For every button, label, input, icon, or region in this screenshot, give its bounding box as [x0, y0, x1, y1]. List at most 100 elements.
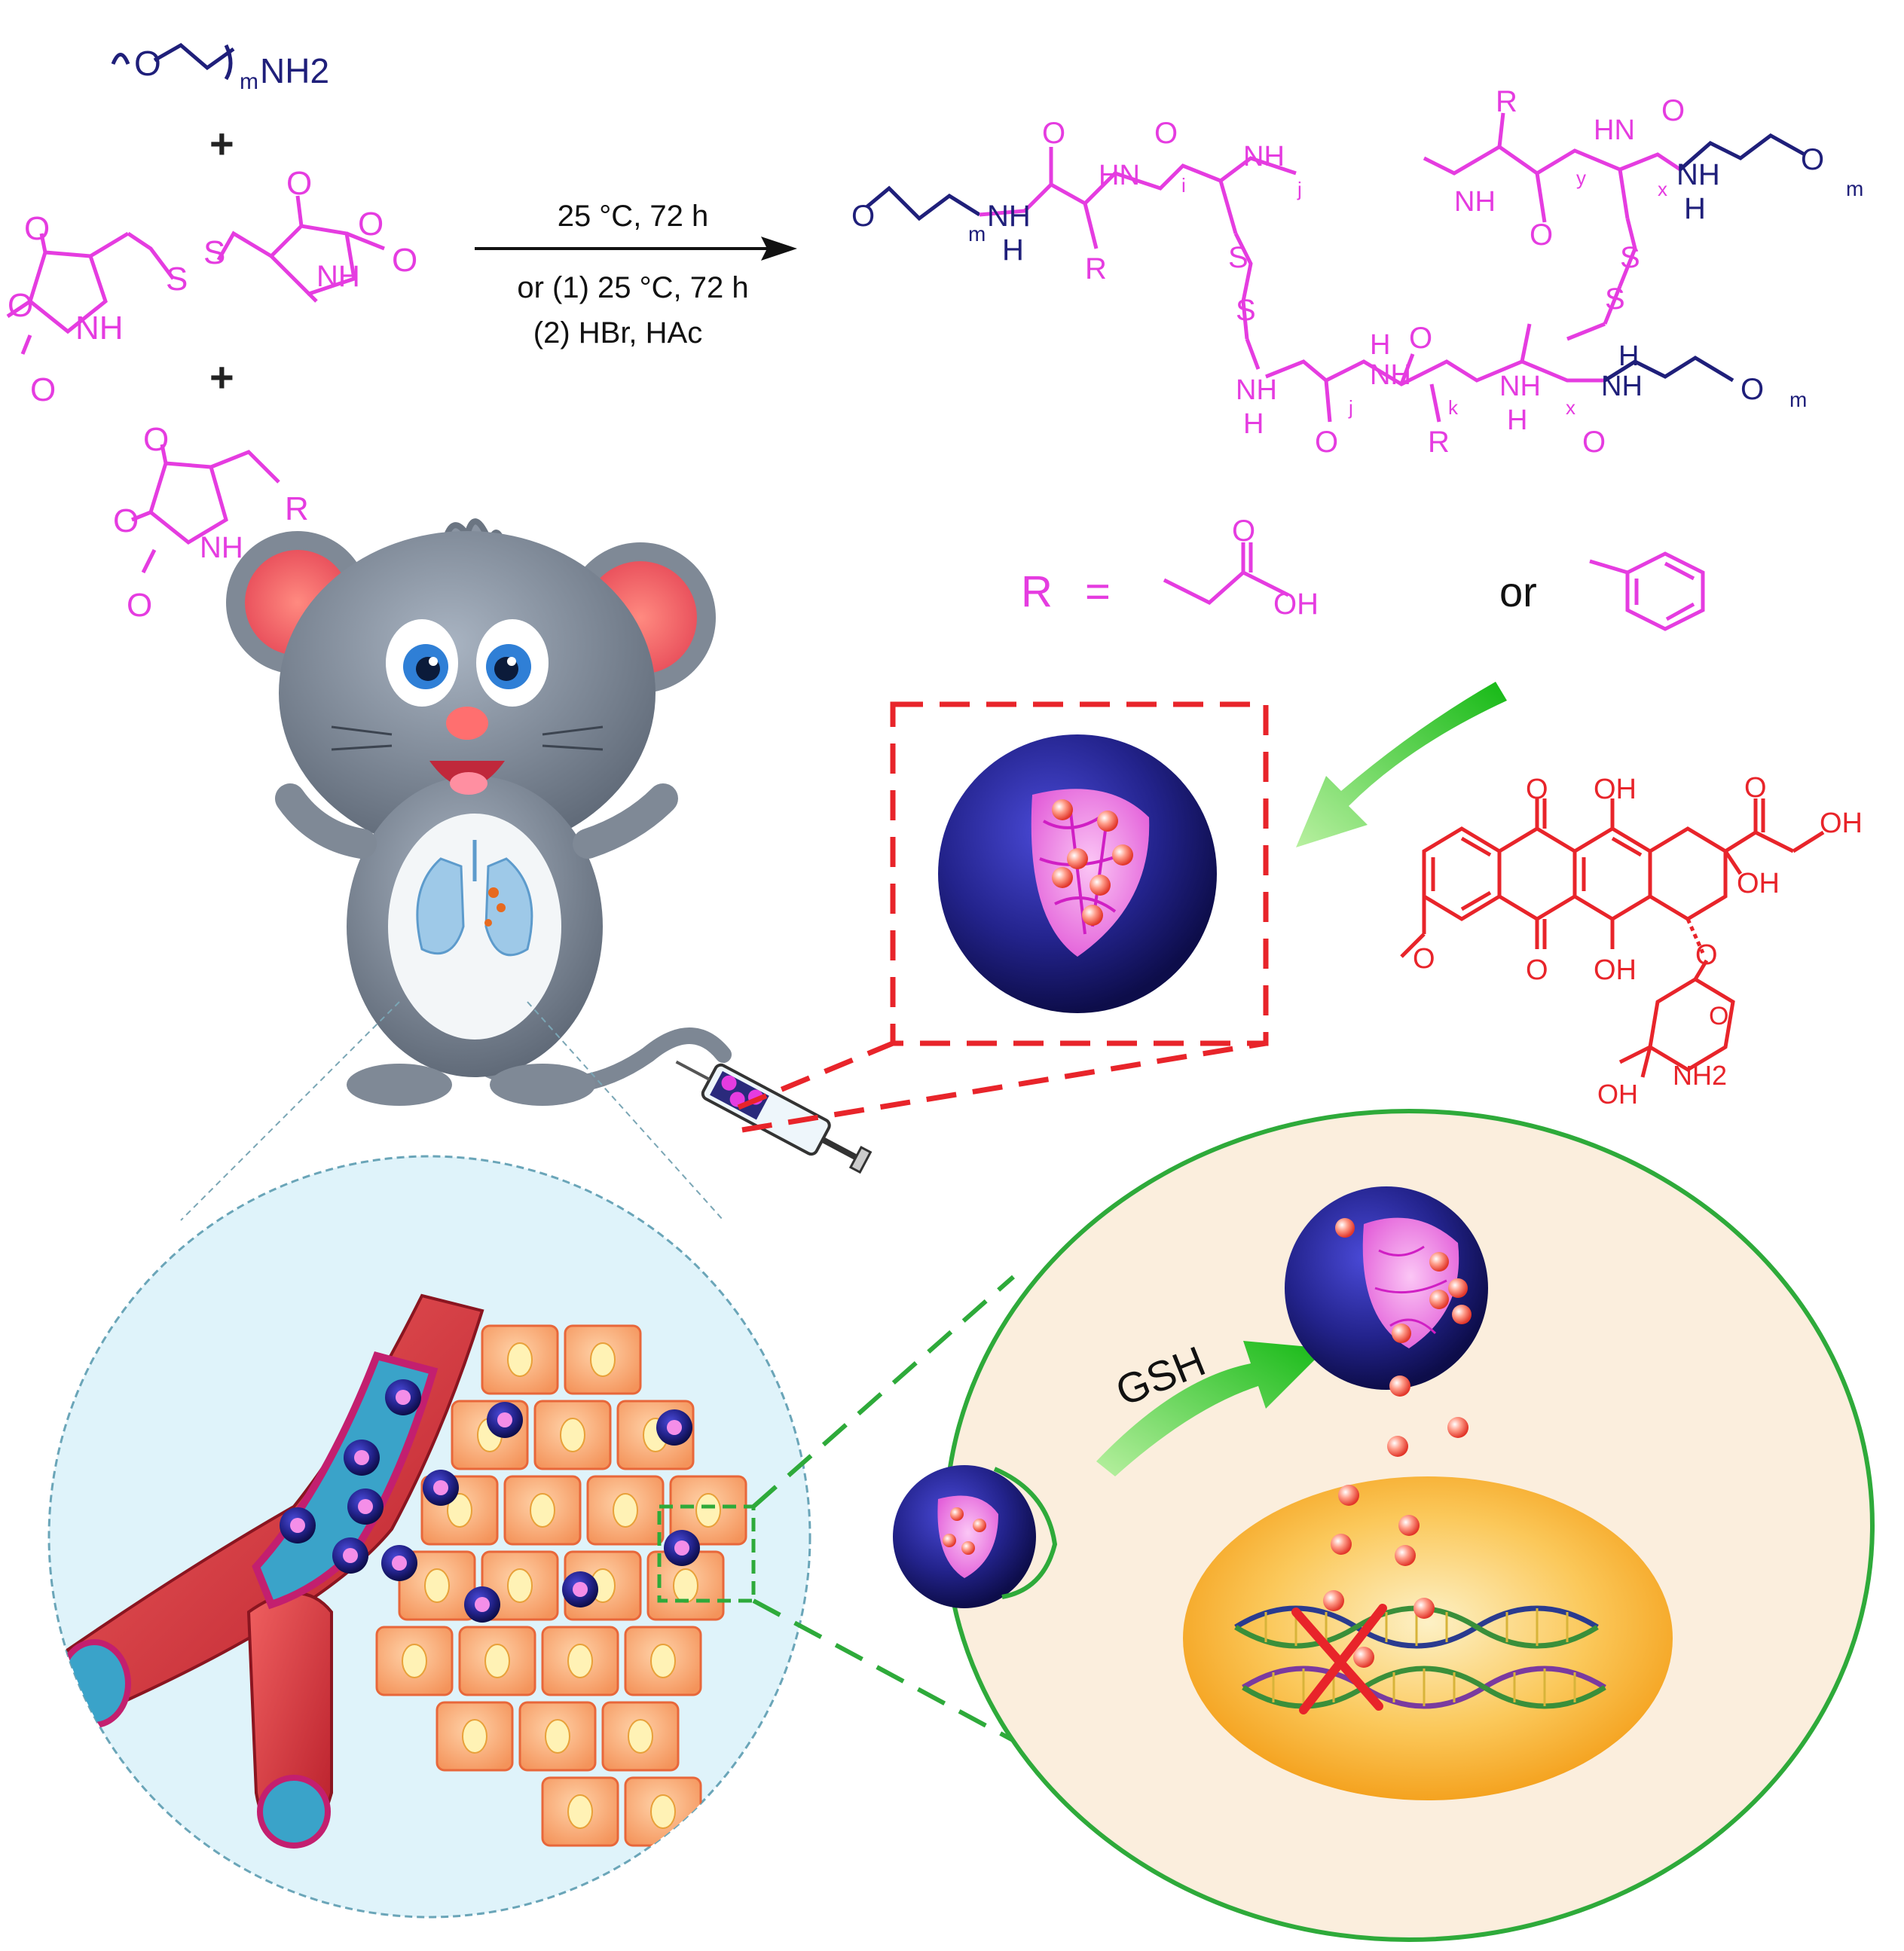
peg-m-label: m: [240, 69, 258, 94]
peg-amine-structure: [111, 42, 235, 81]
or-label: or: [1499, 568, 1537, 615]
dox-o-5: O: [1695, 939, 1718, 971]
peg-nh2-label: NH2: [260, 51, 329, 90]
dox-nh2: NH2: [1673, 1060, 1727, 1091]
dox-o-2: O: [1744, 772, 1767, 804]
cys-o-label-4: O: [286, 165, 312, 202]
nanoparticle-icon: [938, 734, 1217, 1013]
prod-nh-5: NH: [1499, 371, 1541, 402]
dox-o-1: O: [1526, 774, 1548, 805]
prod-h-1: H: [1002, 234, 1024, 267]
prod-o-3: O: [1154, 117, 1178, 150]
rnca-o-label-1: O: [143, 421, 169, 458]
r-nca-structure: [131, 444, 280, 574]
cys-o-label-1: O: [24, 210, 50, 247]
green-arrow-icon: [1296, 682, 1507, 847]
entering-nanoparticle: [893, 1465, 1058, 1608]
prod-r-2: R: [1496, 85, 1517, 118]
prod-n-2: NH: [1370, 359, 1411, 391]
cys-o-label-6: O: [392, 242, 417, 279]
blood-vessel-icon: [57, 1293, 747, 1849]
prod-o-7: O: [1315, 426, 1338, 459]
prod-o-5: O: [1661, 94, 1685, 127]
prod-m-3: m: [1789, 388, 1807, 411]
prod-r-3: R: [1428, 426, 1450, 459]
carboxyethyl-structure: [1163, 542, 1290, 605]
prod-i-1: i: [1181, 174, 1186, 197]
prod-o-10: O: [1740, 373, 1764, 406]
prod-n-3: NH: [1601, 371, 1643, 402]
dox-oh-3: OH: [1737, 868, 1780, 899]
dox-o-4: O: [1413, 943, 1435, 975]
dox-o-3: O: [1526, 954, 1548, 986]
prod-nh-1: NH: [987, 200, 1031, 233]
cys-o-label-3: O: [30, 371, 56, 408]
plus-sign-2: +: [209, 353, 234, 401]
prod-h-5: H: [1507, 405, 1527, 436]
prod-s-3: S: [1620, 241, 1640, 274]
rnca-o-label-2: O: [113, 502, 139, 539]
cys-o-label-5: O: [358, 206, 384, 243]
tissue-nanoparticles: [280, 1379, 700, 1623]
prod-o-8: O: [1409, 322, 1432, 355]
dox-oh-2: OH: [1820, 808, 1863, 839]
product-peg-chains: [865, 133, 1806, 383]
prod-j-1: j: [1297, 178, 1302, 200]
doxorubicin-structure: [1400, 798, 1825, 1078]
prod-nh-3: NH: [1676, 158, 1720, 191]
rnca-nh-label: NH: [200, 531, 243, 564]
prod-o-6: O: [1801, 143, 1824, 176]
prod-k-1: k: [1448, 396, 1459, 419]
prod-m-2: m: [1846, 177, 1863, 200]
rnca-r-label: R: [285, 490, 309, 527]
tissue-zoom-connectors: [180, 1001, 724, 1221]
cys-nh-label-2: NH: [316, 260, 360, 293]
prod-j-2: j: [1348, 396, 1353, 419]
prod-o-2: O: [1042, 117, 1065, 150]
dox-oh-1: OH: [1594, 774, 1637, 805]
prod-hn-1: HN: [1099, 160, 1140, 191]
released-drug-molecules: [1323, 1375, 1468, 1668]
carboxyl-o-label: O: [1232, 514, 1255, 548]
r-definition-label: R: [1021, 567, 1053, 616]
prod-h-2: H: [1684, 192, 1706, 225]
cell-zoom-connectors: [752, 1275, 1056, 1765]
prod-s-4: S: [1605, 282, 1625, 316]
cystine-nca-structure: [6, 195, 385, 355]
cys-o-label-2: O: [8, 287, 33, 324]
gsh-arrow-icon: [1096, 1341, 1326, 1476]
prod-s-1: S: [1228, 241, 1248, 274]
nanoparticle-zoom-frame: [737, 701, 1269, 1133]
benzyl-structure: [1589, 551, 1705, 631]
prod-h-6: H: [1618, 340, 1639, 372]
condition-line-1: 25 °C, 72 h: [558, 200, 709, 233]
prod-x-2: x: [1566, 396, 1575, 419]
prod-s-2: S: [1236, 294, 1256, 327]
prod-n-1: NH: [1243, 141, 1285, 173]
dna-damage-cross-icon: [1291, 1604, 1387, 1714]
peg-o-label: O: [134, 44, 161, 83]
cell-highlight-box: [657, 1504, 756, 1603]
prod-h-3: H: [1243, 408, 1264, 440]
prod-o-1: O: [851, 200, 875, 233]
dox-oh-4: OH: [1594, 954, 1637, 986]
mouse-icon: [226, 518, 732, 1106]
cys-s-label-1: S: [166, 261, 188, 298]
condition-line-2: or (1) 25 °C, 72 h: [517, 271, 748, 304]
prod-y-1: y: [1576, 166, 1586, 189]
condition-line-3: (2) HBr, HAc: [533, 316, 702, 350]
prod-r-1: R: [1085, 252, 1107, 285]
reaction-arrow: [475, 237, 797, 261]
prod-nh-2: NH: [1454, 186, 1496, 218]
r-equals-sign: =: [1085, 567, 1111, 616]
cell-nucleus: [1183, 1476, 1673, 1800]
cys-nh-label-1: NH: [75, 310, 124, 347]
prod-o-9: O: [1582, 426, 1606, 459]
disassembling-nanoparticle: [1285, 1186, 1488, 1390]
dox-o-6: O: [1709, 1002, 1728, 1030]
dox-oh-5: OH: [1597, 1079, 1638, 1110]
plus-sign-1: +: [209, 120, 234, 167]
prod-o-4: O: [1530, 218, 1553, 252]
rnca-o-label-3: O: [127, 587, 152, 624]
